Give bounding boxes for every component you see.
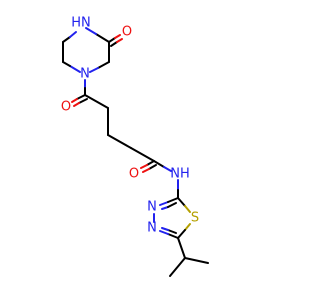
bond-c3-o-a bbox=[108, 37, 116, 43]
atom-ketone-o: O bbox=[61, 100, 71, 115]
bond-cam-o-b-o-half bbox=[142, 168, 150, 173]
bond-c3-o-b bbox=[110, 41, 118, 47]
atom-amide-nh: NH bbox=[170, 167, 190, 182]
atom-piperazinone-o: O bbox=[122, 25, 132, 40]
bond-nh-c3-n-half bbox=[85, 27, 97, 35]
bond-ck-o-b bbox=[78, 98, 88, 104]
bond-n3-c2t-n-half bbox=[159, 201, 169, 206]
atom-thiadiazole-n1: N bbox=[147, 200, 157, 215]
bond-n3-c2t-b bbox=[167, 202, 177, 208]
bond-c2-n1-n-half bbox=[89, 67, 99, 73]
molecule-structure-diagram: HN O N O O NH S N N bbox=[61, 16, 209, 277]
bond-c5-nh bbox=[62, 36, 71, 43]
bond-cam-o-a-o-half bbox=[140, 164, 148, 169]
bond-c2t-s bbox=[177, 197, 186, 207]
atom-amide-o: O bbox=[129, 167, 139, 182]
bond-n1-c6 bbox=[62, 61, 71, 67]
atom-labels: HN O N O O NH S N N bbox=[61, 16, 199, 236]
bond-c5t-n4-b-n-half bbox=[161, 227, 169, 231]
bond-c5t-n4-n-half bbox=[159, 230, 169, 235]
bond-n3-c2t-b-n-half bbox=[161, 206, 169, 210]
atom-piperazinone-nh: HN bbox=[71, 16, 91, 31]
bond-c5t-n4 bbox=[167, 233, 179, 239]
bond-ck-o-a bbox=[76, 94, 86, 100]
atom-thiadiazole-s: S bbox=[191, 211, 199, 226]
bond-c3-o-a-o-half bbox=[114, 34, 121, 39]
bond-cc-cam bbox=[130, 147, 155, 162]
bond-c5t-ch bbox=[177, 237, 186, 259]
bond-c5-nh-n-half bbox=[69, 31, 77, 38]
bond-ch-me2 bbox=[184, 257, 209, 264]
isopropyl-group bbox=[169, 237, 209, 277]
bond-c2t-s-s-half bbox=[184, 205, 191, 213]
bond-s-c5t-s-half bbox=[184, 223, 191, 231]
bond-c3-o-b-o-half bbox=[116, 38, 123, 43]
bond-cb-cc bbox=[107, 134, 132, 149]
bond-c5t-n4-b bbox=[167, 229, 177, 234]
bond-cam-nh-n-half bbox=[163, 166, 172, 172]
bond-s-c5t bbox=[177, 229, 186, 239]
bond-ch-me1 bbox=[169, 257, 186, 277]
bond-c2-n1 bbox=[97, 61, 110, 69]
bond-cam-o-a bbox=[146, 160, 155, 166]
piperazinone-ring bbox=[62, 27, 123, 73]
bond-ck-ca bbox=[84, 94, 109, 109]
thiadiazole-ring bbox=[153, 179, 191, 239]
bond-cam-o-b bbox=[148, 164, 157, 170]
linker-chain bbox=[71, 79, 172, 173]
bond-n1-c6-n-half bbox=[69, 65, 81, 73]
bond-n3-c2t bbox=[167, 197, 179, 203]
bond-ck-o-a-o-half bbox=[71, 98, 78, 103]
bond-nh-c3 bbox=[95, 33, 110, 43]
bond-cam-nh bbox=[153, 160, 165, 168]
bond-ck-o-b-o-half bbox=[73, 102, 80, 107]
atom-piperazinone-n: N bbox=[80, 67, 90, 82]
atom-thiadiazole-n2: N bbox=[147, 221, 157, 236]
